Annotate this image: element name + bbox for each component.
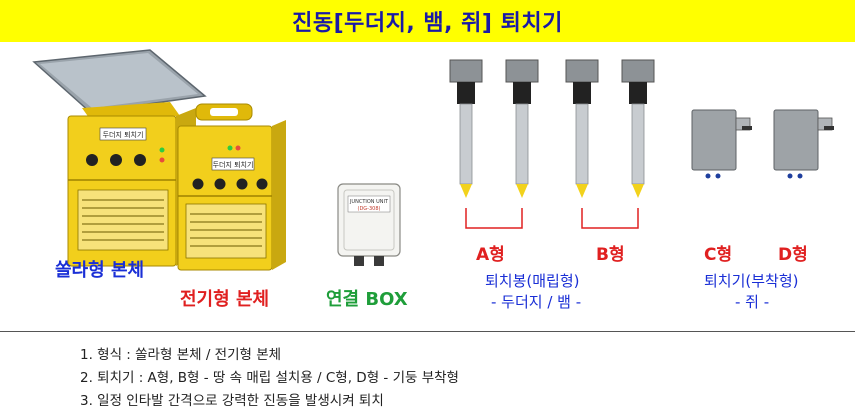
note-item: 1. 형식 : 쏠라형 본체 / 전기형 본체	[80, 347, 282, 363]
note-item: 2. 퇴치기 : A형, B형 - 땅 속 매립 설치용 / C형, D형 - …	[80, 370, 459, 386]
notes-list: 1. 형식 : 쏠라형 본체 / 전기형 본체 2. 퇴치기 : A형, B형 …	[80, 344, 459, 413]
junction-box-label: 연결 BOX	[326, 289, 408, 310]
type-b-label: B형	[596, 245, 625, 265]
electric-unit-plate-text: 두더지 퇴치기	[213, 160, 254, 169]
mount-units-image	[691, 109, 834, 179]
section-divider	[0, 331, 855, 332]
electric-unit-image: 두더지 퇴치기	[177, 103, 286, 271]
junction-box-code-text: (DG-308)	[358, 206, 381, 212]
electric-body-label: 전기형 본체	[180, 289, 270, 310]
rod-group-subtitle: - 두더지 / 뱀 -	[491, 293, 582, 311]
solar-body-label: 쏠라형 본체	[55, 260, 145, 281]
note-item: 3. 일정 인타발 간격으로 강력한 진동을 발생시켜 퇴치	[80, 393, 384, 409]
type-c-label: C형	[704, 245, 733, 265]
page-title: 진동[두더지, 뱀, 쥐] 퇴치기	[292, 11, 563, 36]
junction-box-plate-text: JUNCTION UNIT	[349, 199, 389, 205]
mount-group-subtitle: - 쥐 -	[735, 293, 770, 311]
mount-group-title: 퇴치기(부착형)	[704, 272, 799, 290]
junction-box-image: JUNCTION UNIT (DG-308)	[337, 183, 401, 266]
title-bar: 진동[두더지, 뱀, 쥐] 퇴치기	[0, 0, 855, 42]
solar-unit-plate-text: 두더지 퇴치기	[103, 130, 144, 139]
product-illustration: 두더지 퇴치기 두더지 퇴치기	[32, 49, 834, 271]
type-d-label: D형	[778, 245, 808, 265]
rod-group-title: 퇴치봉(매립형)	[485, 272, 580, 290]
repeller-rods-image	[449, 59, 655, 229]
type-a-label: A형	[476, 245, 505, 265]
